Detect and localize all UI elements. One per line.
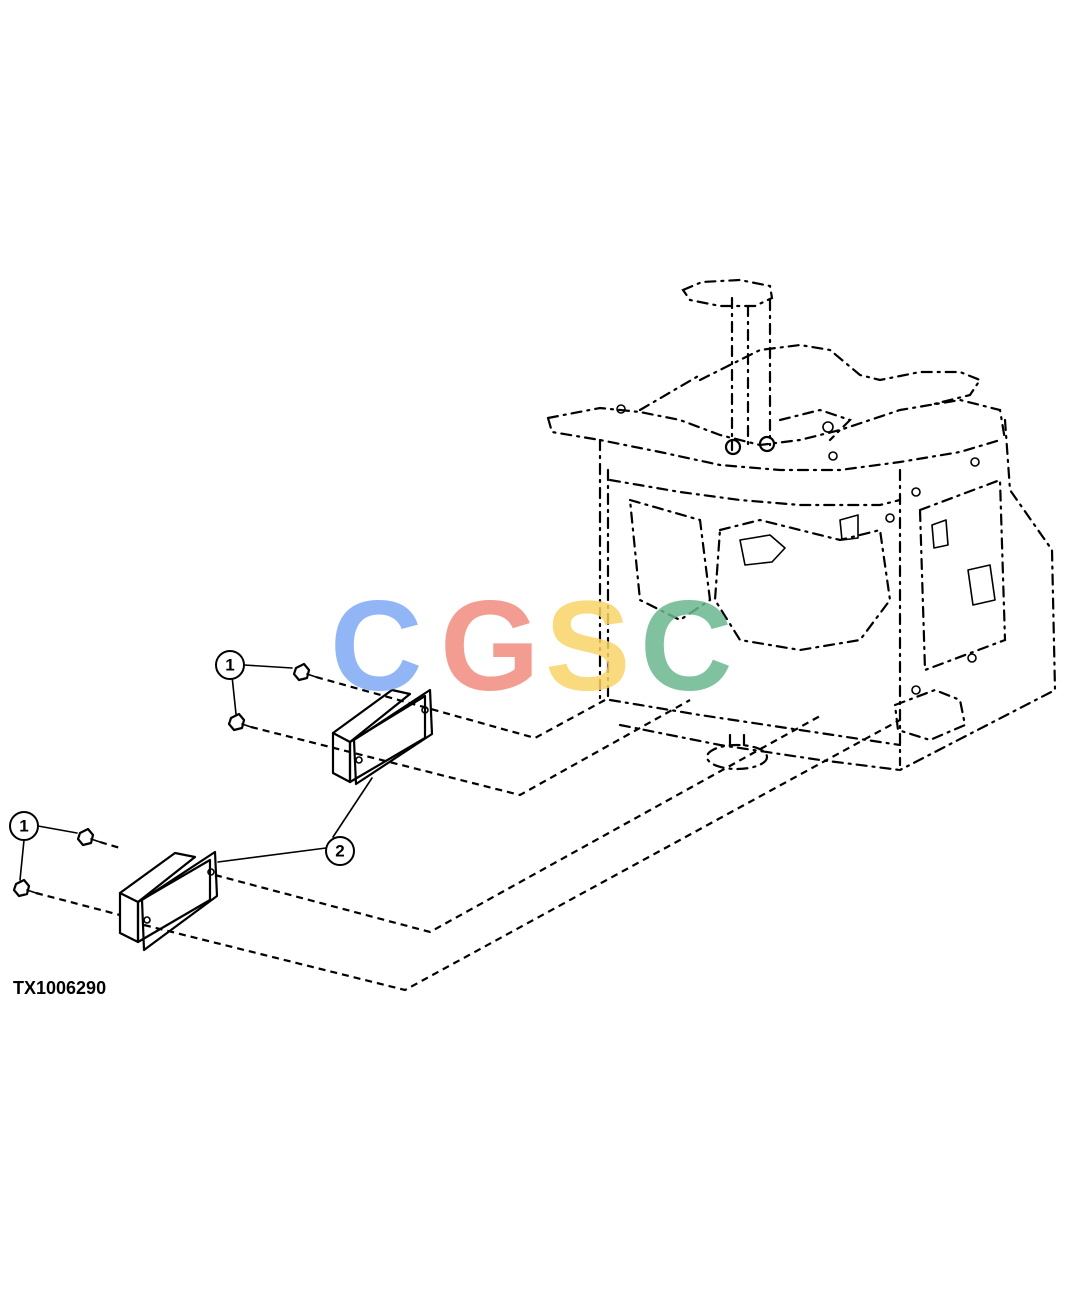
cap-screw-lower-bottom [12,878,37,898]
cap-screw-upper-bottom [227,712,252,732]
figure-id-label: TX1006290 [13,978,106,998]
frame-hardware [616,404,996,695]
cap-screw-upper-top [292,662,317,682]
watermark-letter-g: G [440,575,540,718]
callout-2: 2 [217,777,373,866]
watermark-letter-c2: C [640,575,732,718]
assembly-lines [35,675,901,992]
cap-screw-lower-top [76,827,101,847]
watermark-letter-s: S [545,575,630,718]
cap-screws [12,662,317,898]
access-panel-lower [118,850,219,952]
svg-text:2: 2 [335,842,344,861]
access-panel-upper [331,688,434,786]
callout-1-lower: 1 [9,811,78,881]
machine-frame [546,278,1057,772]
cgsc-watermark: C G S C [330,575,732,718]
callout-1-upper: 1 [215,650,293,715]
svg-text:1: 1 [225,656,234,675]
watermark-letter-c1: C [330,575,422,718]
svg-text:1: 1 [19,817,28,836]
